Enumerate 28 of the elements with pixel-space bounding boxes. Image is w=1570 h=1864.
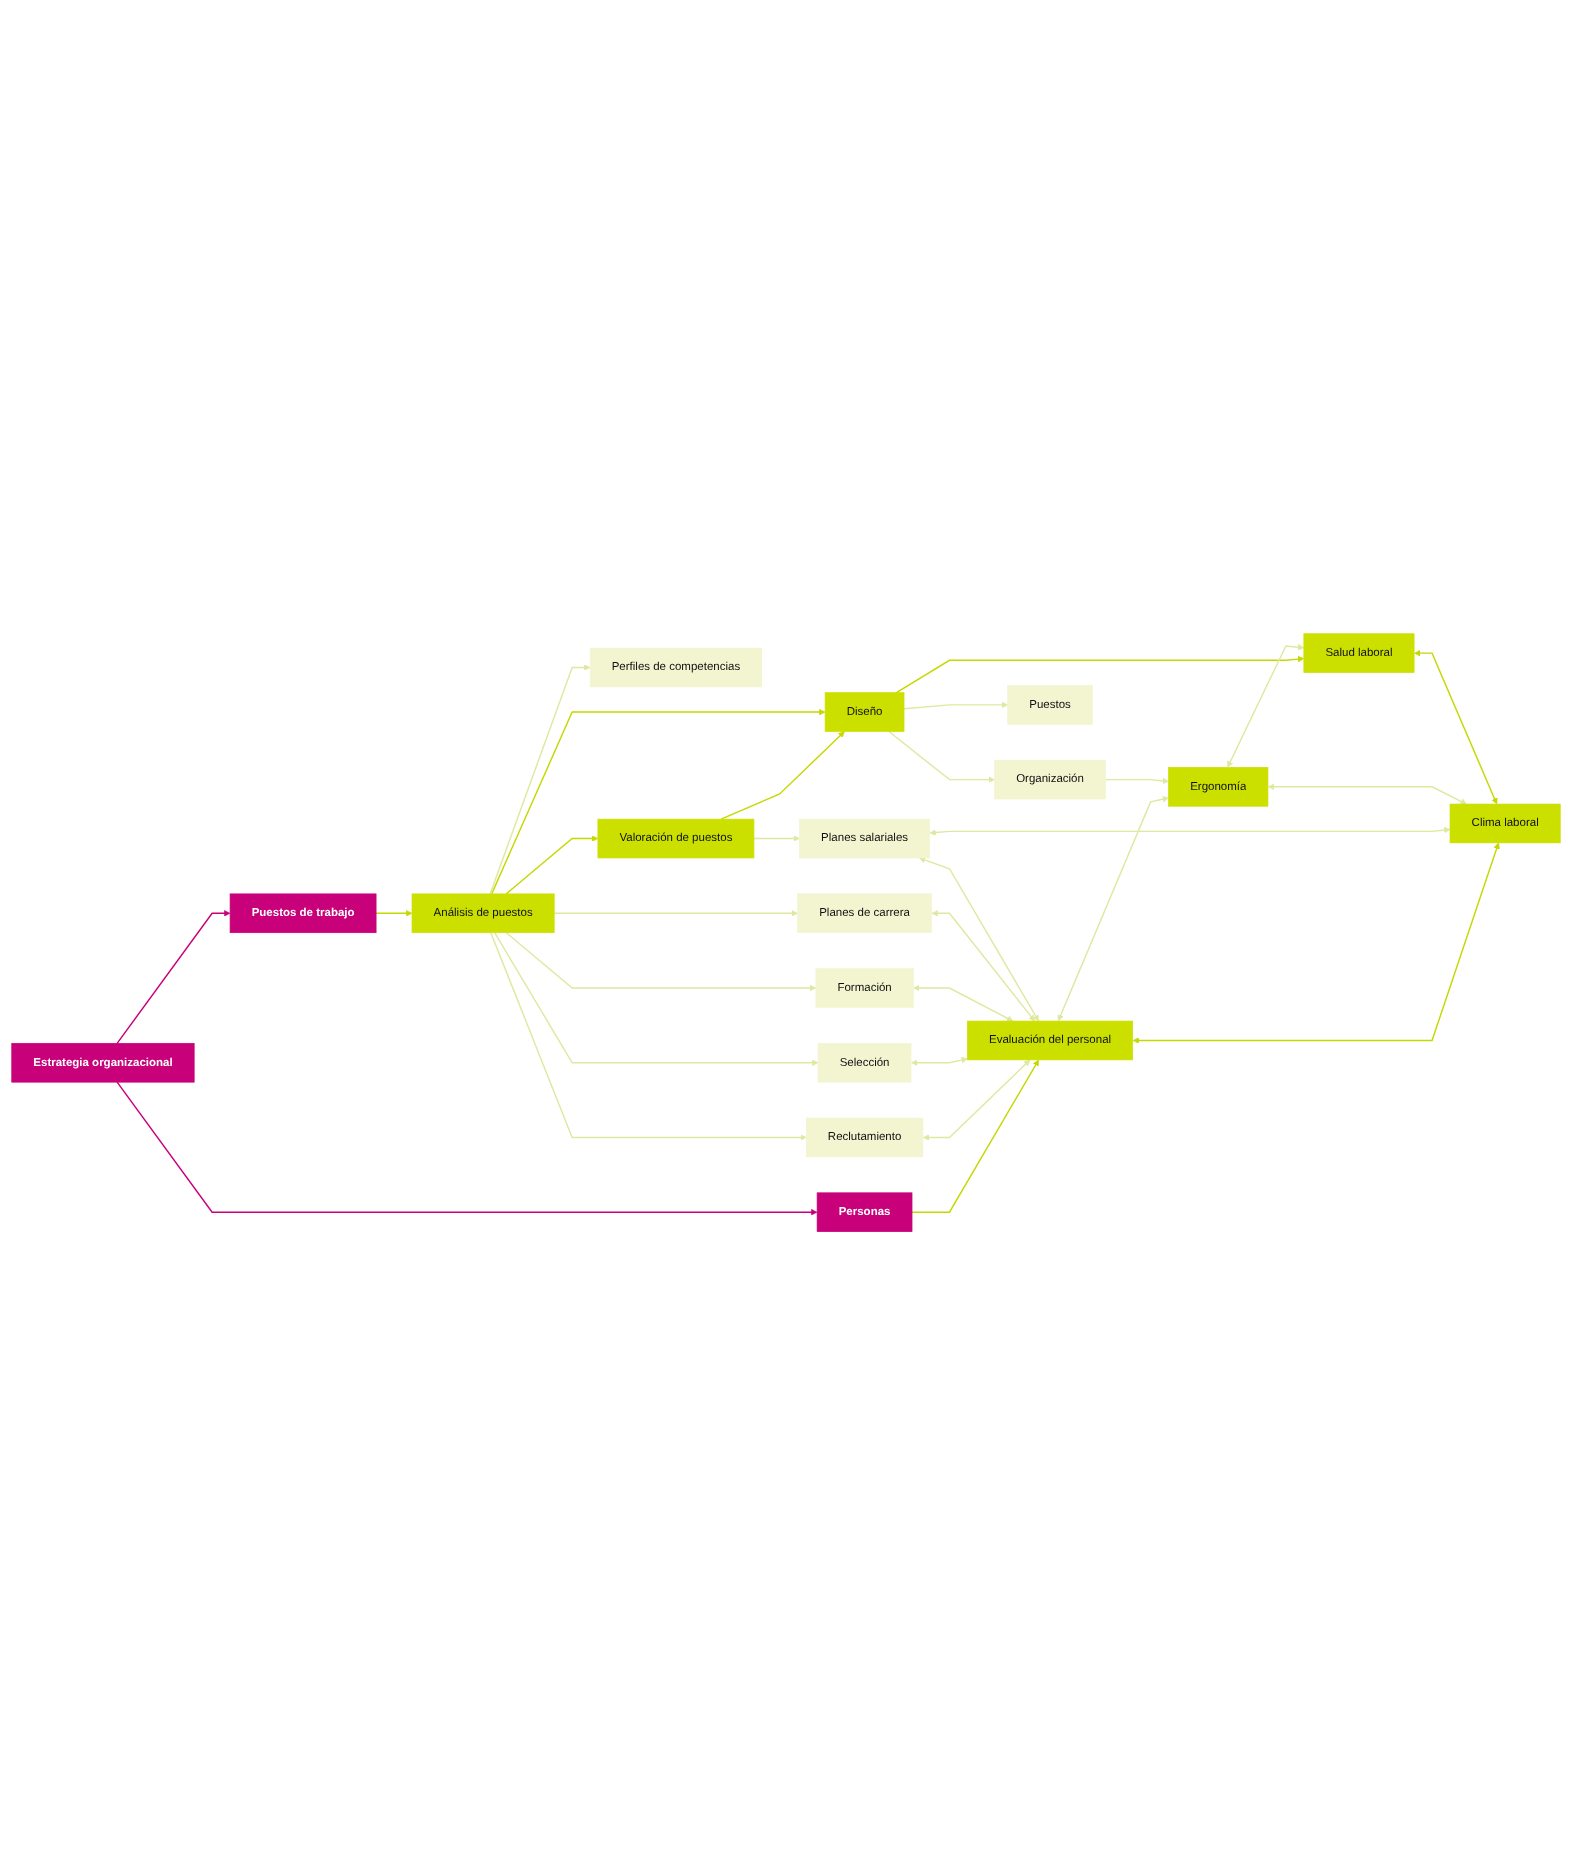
arrow — [887, 730, 994, 783]
arrow — [115, 1080, 817, 1215]
arrow — [1226, 643, 1304, 767]
arrow — [910, 1058, 1038, 1213]
arrow — [1131, 841, 1499, 1043]
arrow — [489, 931, 806, 1140]
arrow — [492, 931, 818, 1066]
arrow — [902, 701, 1007, 709]
arrow — [1103, 777, 1168, 784]
arrow — [928, 826, 1450, 835]
arrow — [912, 984, 1013, 1021]
arrow — [488, 663, 590, 894]
arrow — [910, 1056, 967, 1066]
arrow — [752, 834, 799, 841]
arrow — [894, 655, 1304, 693]
arrow — [1056, 795, 1168, 1021]
arrow — [504, 931, 816, 991]
arrow — [921, 1058, 1030, 1140]
arrow — [489, 708, 825, 894]
arrow — [552, 909, 797, 916]
arrow — [719, 730, 844, 820]
arrow — [918, 856, 1038, 1021]
arrow — [115, 909, 230, 1044]
arrow — [504, 834, 598, 894]
arrow — [374, 909, 412, 916]
arrow — [1266, 782, 1466, 804]
arrow — [930, 909, 1034, 1021]
arrow — [1413, 649, 1497, 804]
